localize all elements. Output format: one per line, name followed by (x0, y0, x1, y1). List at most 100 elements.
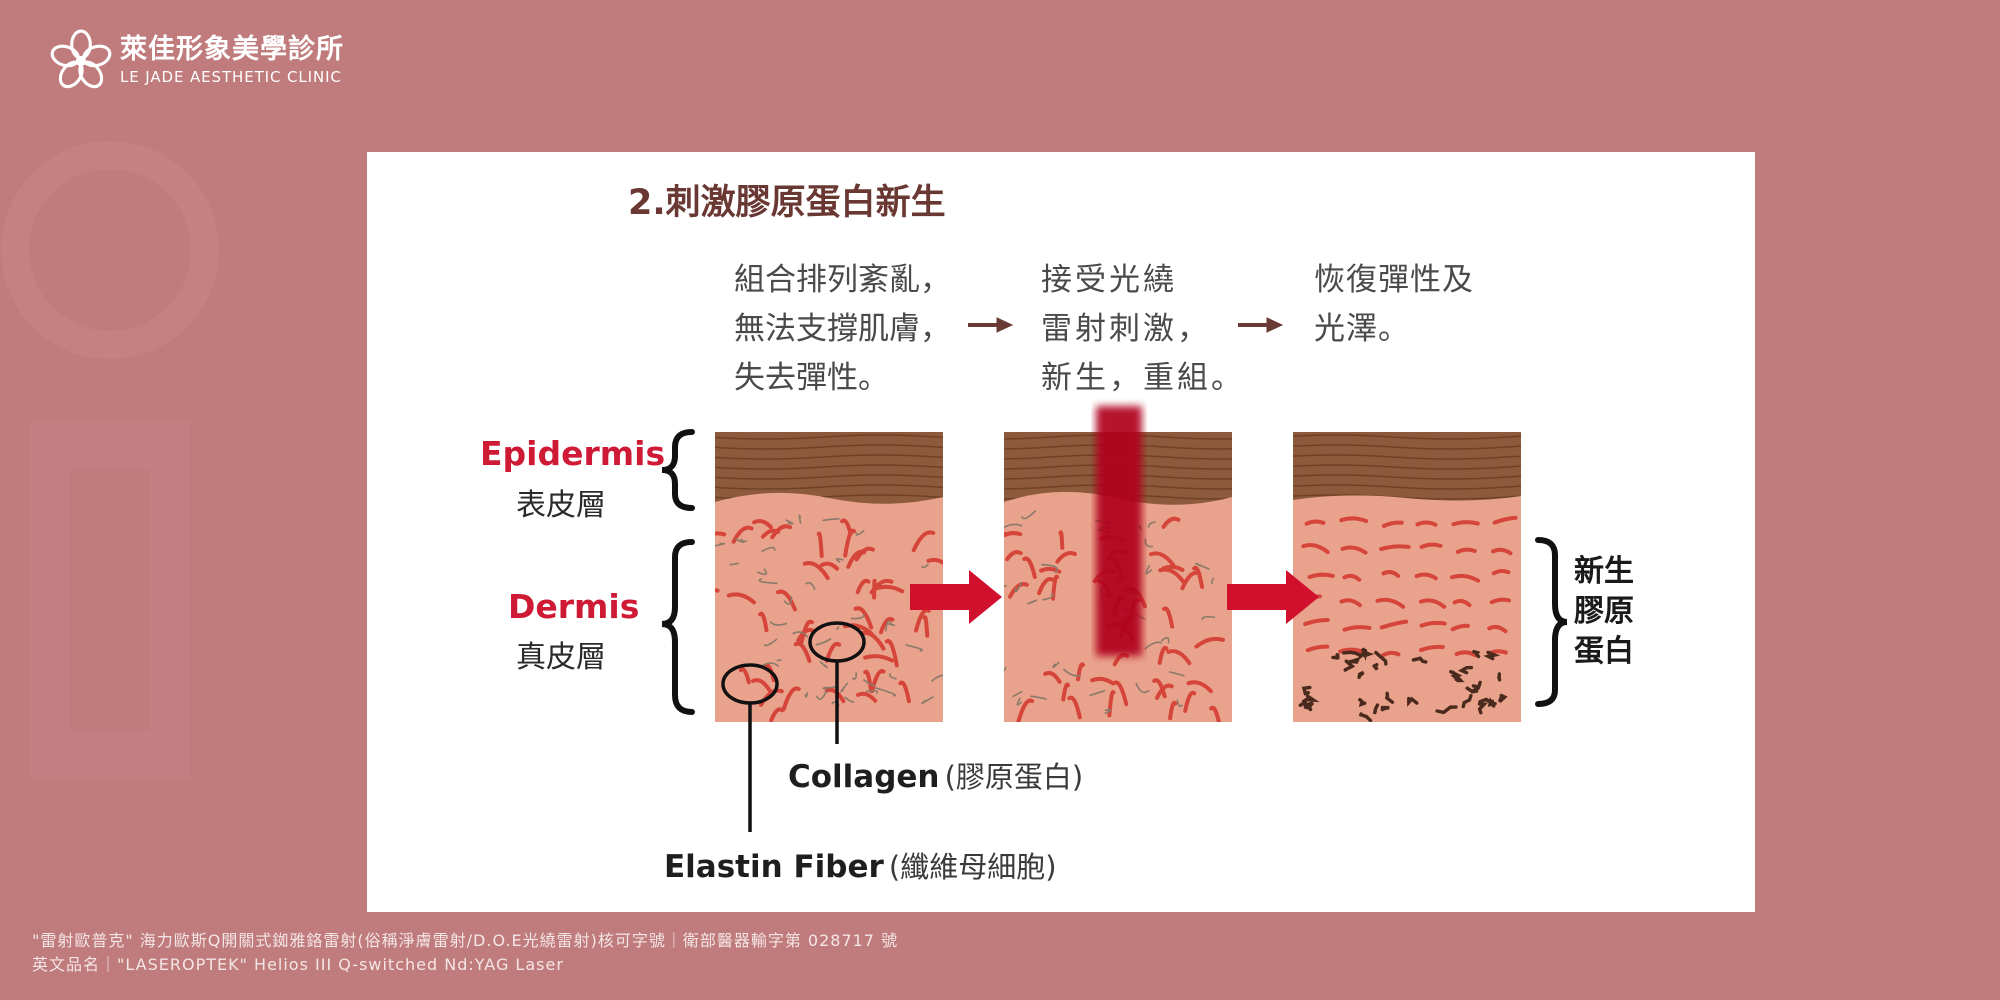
collagen-fiber (1039, 566, 1062, 574)
epidermis-label-zh: 表皮層 (516, 488, 606, 523)
elastin-fiber (1016, 697, 1023, 706)
collagen-fiber (1061, 682, 1071, 702)
new-collagen-fiber (1358, 712, 1373, 722)
collagen-fiber (1454, 650, 1478, 658)
result-line: 膠原 (1574, 594, 1634, 629)
elastin-fiber (785, 519, 794, 525)
collagen-fiber (1304, 519, 1326, 526)
collagen-fiber (1004, 531, 1009, 537)
elastin-fiber (1210, 577, 1215, 585)
elastin-fiber (1194, 562, 1210, 571)
flower-logo-icon (50, 29, 112, 89)
collagen-fiber (1342, 625, 1372, 632)
elastin-fiber (822, 685, 839, 690)
result-line: 蛋白 (1574, 634, 1634, 669)
collagen-fiber (1419, 620, 1447, 628)
elastin-fiber (1004, 584, 1007, 588)
collagen-fiber (1022, 556, 1037, 579)
collagen-legend-en: Collagen (788, 759, 940, 795)
diagram-title: 2.刺激膠原蛋白新生 (628, 183, 946, 223)
collagen-fiber (1307, 572, 1335, 580)
collagen-fiber (802, 561, 830, 581)
collagen-fiber (853, 606, 874, 630)
collagen-legend: Collagen (膠原蛋白) (788, 754, 1083, 796)
elastin-fiber (886, 623, 896, 627)
elastin-fiber (930, 674, 943, 682)
collagen-fiber (1090, 676, 1116, 686)
new-collagen-fiber (1477, 702, 1489, 715)
elastin-fiber (1176, 699, 1184, 707)
collagen-fiber (863, 654, 895, 663)
elastin-fiber (760, 662, 780, 668)
collagen-fiber (874, 584, 905, 594)
collagen-fiber (872, 578, 877, 600)
new-collagen-fiber (1357, 670, 1365, 679)
elastin-fiber (851, 672, 858, 680)
elastin-fiber (763, 638, 778, 647)
collagen-fiber (1492, 515, 1518, 525)
collagen-fiber (870, 669, 886, 693)
elastin-fiber (1201, 615, 1216, 621)
new-collagen-fiber (1342, 650, 1363, 657)
collagen-fiber (1450, 623, 1470, 632)
product-name-line: 英文品名｜"LASEROPTEK" Helios III Q-switched … (32, 955, 564, 974)
new-collagen-fiber (1470, 684, 1479, 694)
laser-beam (1096, 406, 1142, 656)
step-arrow-icon (968, 317, 1284, 333)
step-3-text: 恢復彈性及 光澤。 (1314, 256, 1474, 354)
collagen-fiber (863, 669, 874, 693)
collagen-fiber (1043, 670, 1062, 684)
collagen-fiber (1414, 572, 1438, 581)
elastin-fiber (855, 529, 865, 536)
collagen-fiber (1209, 705, 1221, 722)
collagen-fiber (751, 678, 773, 695)
elastin-fiber (1041, 592, 1054, 601)
elastin-fiber (1145, 564, 1153, 575)
step-3-line: 光澤。 (1314, 311, 1410, 347)
collagen-fiber (726, 592, 756, 605)
elastin-legend-zh: (纖維母細胞) (888, 850, 1057, 884)
new-collagen-fiber (1457, 665, 1474, 675)
new-collagen-fiber (1348, 656, 1361, 664)
new-collagen-fiber (1301, 694, 1320, 704)
elastin-fiber (769, 620, 788, 626)
collagen-fiber (922, 615, 930, 638)
collagen-fiber (878, 616, 895, 635)
elastin-fiber (835, 625, 840, 631)
elastin-fiber (761, 546, 776, 553)
collagen-fiber (1419, 598, 1447, 609)
elastin-fiber (736, 538, 745, 544)
collagen-fiber (816, 531, 824, 559)
elastin-fiber (875, 687, 897, 697)
collagen-fiber (1339, 598, 1362, 608)
collagen-fiber (819, 561, 840, 571)
clinic-logo[interactable]: 萊佳形象美學診所 LE JADE AESTHETIC CLINIC (50, 28, 344, 90)
skin-block-after (1293, 432, 1521, 722)
new-collagen-fiber (1384, 691, 1395, 704)
collagen-fiber (752, 519, 773, 530)
big-arrow-icon (910, 570, 1319, 624)
new-collagen-fiber (1461, 694, 1473, 709)
collagen-fiber (738, 667, 751, 685)
elastin-fiber (1144, 538, 1153, 548)
collagen-fiber (1183, 690, 1197, 713)
collagen-fiber (1451, 520, 1480, 527)
collagen-fiber (1452, 598, 1472, 608)
collagen-fiber (1192, 565, 1205, 589)
collagen-fiber (763, 663, 776, 683)
collagen-fiber (884, 638, 899, 668)
collagen-fiber (769, 707, 785, 722)
elastin-legend-en: Elastin Fiber (664, 849, 884, 885)
elastin-fiber (850, 613, 865, 620)
elastin-fiber (905, 644, 923, 652)
dermis-label: Dermis (508, 587, 640, 626)
elastin-fiber (1004, 523, 1023, 529)
license-footer: "雷射歐普克" 海力歐斯Q開關式銣雅鉻雷射(俗稱淨膚雷射/D.O.E光繞雷射)核… (32, 929, 898, 977)
collagen-fiber (1491, 568, 1511, 576)
collagen-fiber (760, 528, 781, 539)
collagen-fiber (1161, 564, 1185, 572)
elastin-fiber (865, 689, 879, 695)
collagen-fiber (846, 549, 867, 569)
new-collagen-fiber (1407, 696, 1419, 707)
collagen-fiber (855, 691, 878, 703)
